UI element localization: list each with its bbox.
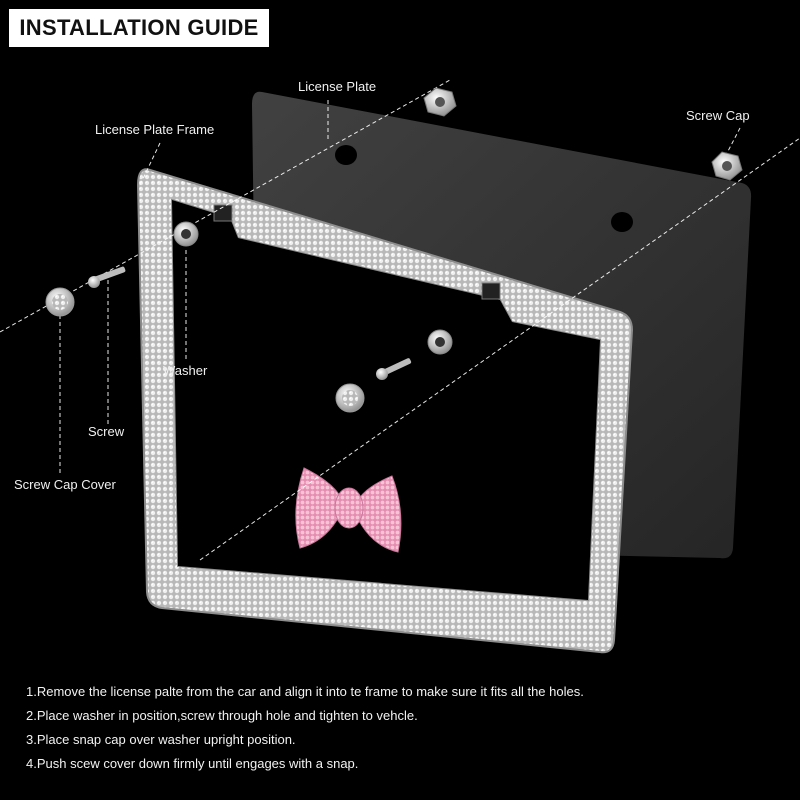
instruction-steps: 1.Remove the license palte from the car … — [26, 680, 786, 776]
label-license-plate-frame: License Plate Frame — [95, 122, 215, 137]
label-screw: Screw — [88, 424, 125, 439]
title-banner: INSTALLATION GUIDE — [9, 9, 269, 47]
screw-cap-right-icon — [711, 151, 743, 181]
instruction-step-2: 2.Place washer in position,screw through… — [26, 708, 418, 723]
plate-hole-left — [335, 145, 357, 165]
frame-slot-left — [213, 204, 233, 222]
page-title: INSTALLATION GUIDE — [19, 15, 259, 40]
pink-bow-decoration — [295, 467, 402, 553]
washer-left-icon — [173, 221, 199, 247]
screw-left-icon — [88, 266, 126, 288]
label-screw-cap-cover: Screw Cap Cover — [14, 477, 116, 492]
label-washer: Washer — [163, 363, 208, 378]
washer-center-icon — [427, 329, 453, 355]
screw-cap-cover-left-icon — [45, 287, 75, 317]
instruction-step-3: 3.Place snap cap over washer upright pos… — [26, 732, 296, 747]
instruction-step-1: 1.Remove the license palte from the car … — [26, 684, 584, 699]
dashed-guide-lines — [0, 79, 800, 561]
screw-cap-cover-center-icon — [335, 383, 365, 413]
screw-cap-top-icon — [423, 87, 457, 117]
frame-slot-right — [481, 282, 501, 300]
instruction-step-4: 4.Push scew cover down firmly until enga… — [26, 756, 359, 771]
label-license-plate: License Plate — [298, 79, 377, 94]
plate-hole-right — [611, 212, 633, 232]
screw-center-icon — [376, 358, 412, 380]
label-screw-cap: Screw Cap — [686, 108, 750, 123]
